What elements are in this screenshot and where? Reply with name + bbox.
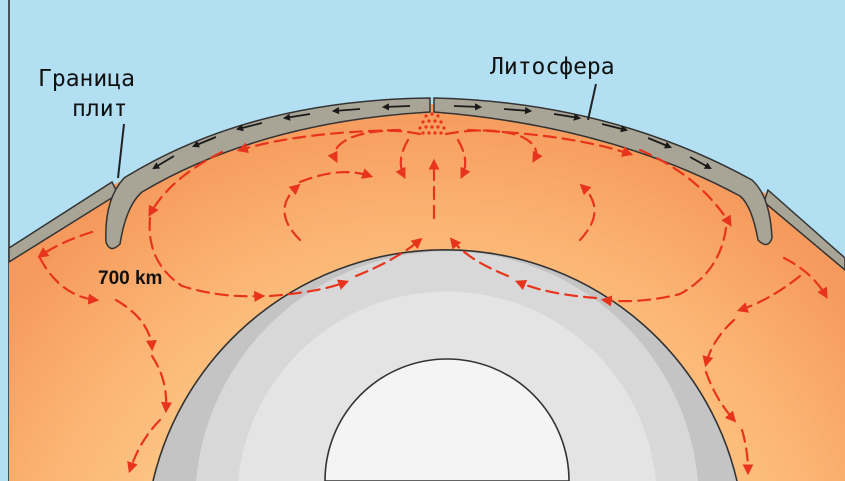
plate-boundary-label-line1: Граница <box>38 66 135 92</box>
lithosphere-label: Литосфера <box>490 54 615 80</box>
plate-boundary-label-line2: плит <box>72 96 127 122</box>
depth-label: 700 km <box>98 268 162 289</box>
